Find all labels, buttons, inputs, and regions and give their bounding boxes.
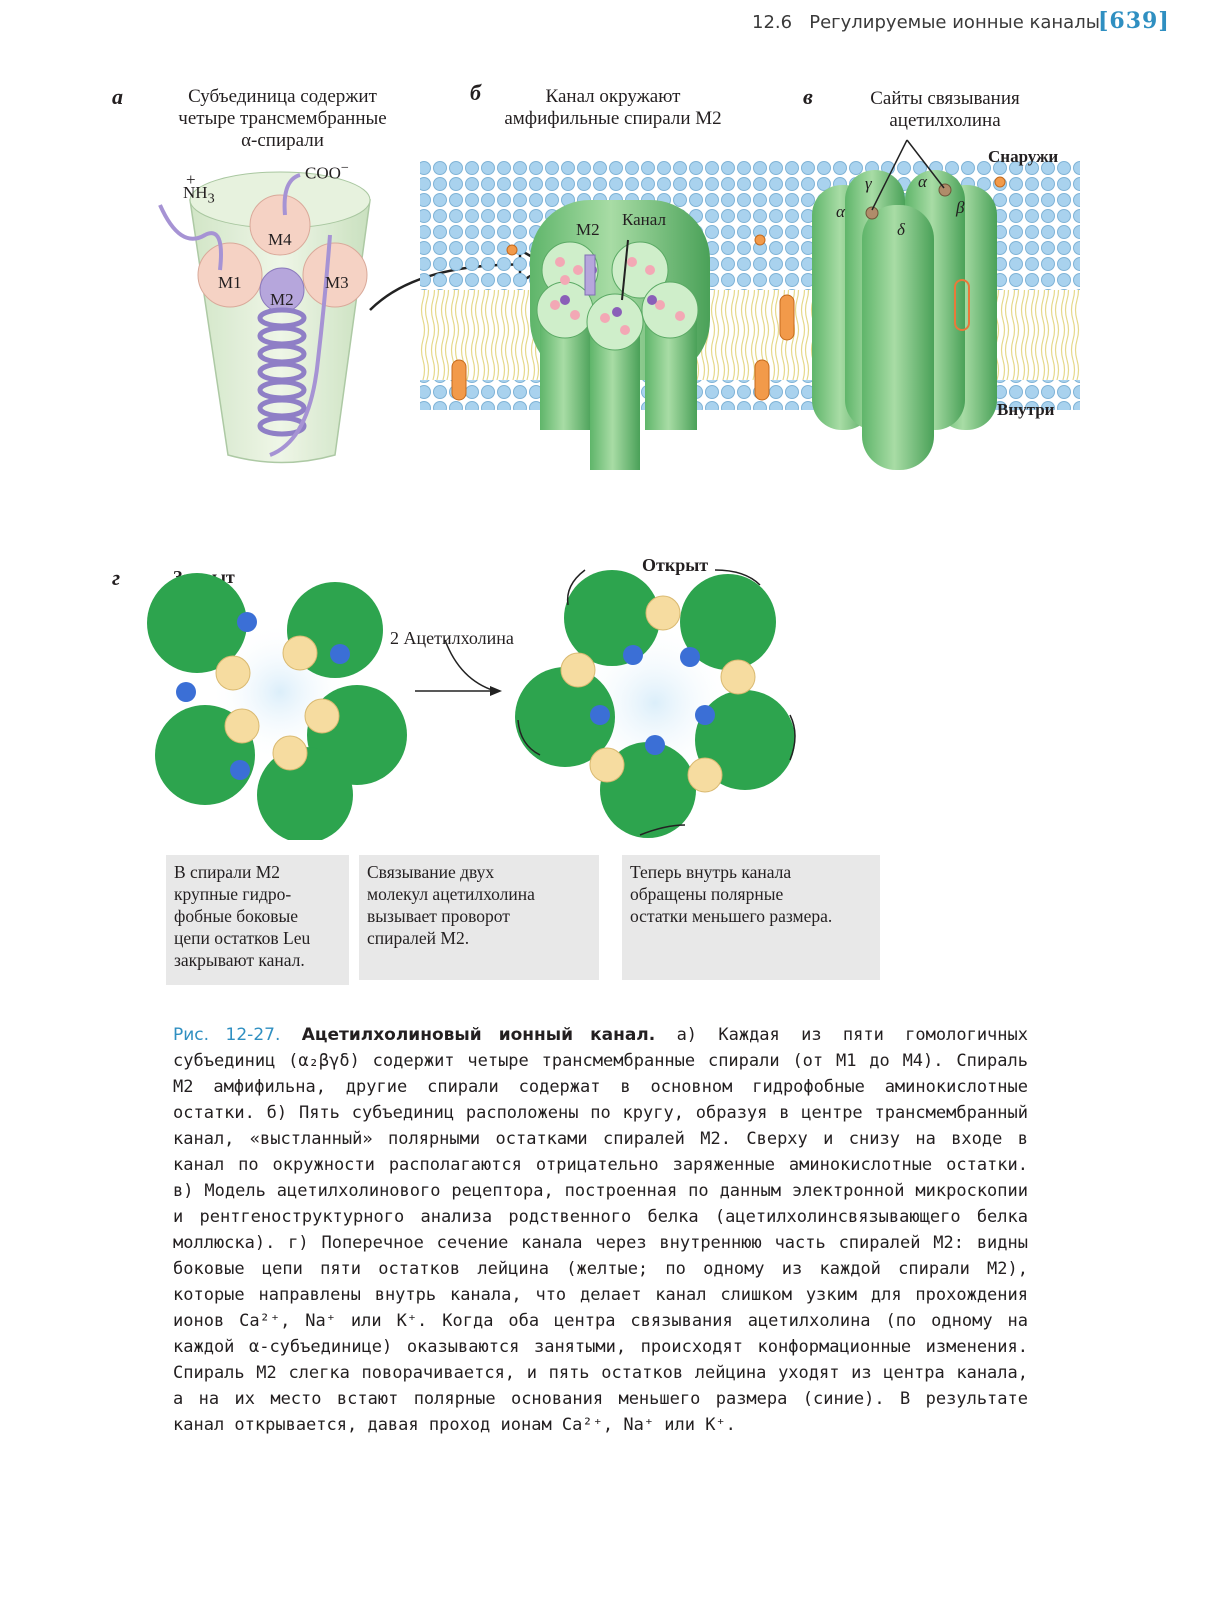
panel-v-title: Сайты связывания ацетилхолина (830, 88, 1060, 132)
note-line: Связывание двух (367, 862, 495, 882)
coo-superscript: − (340, 160, 349, 176)
nh3-text: NH (183, 183, 208, 202)
nh3-subscript: 3 (207, 190, 215, 207)
note-line: Теперь внутрь канала (630, 862, 792, 882)
panel-letter-v: в (803, 84, 813, 109)
acetylcholine-label: 2 Ацетилхолина (390, 628, 514, 648)
note-line: крупные гидро- (174, 884, 292, 904)
panel-a-title-line: Субъединица содержит (188, 86, 377, 107)
panel-b-title: Канал окружают амфифильные спирали M2 (478, 86, 748, 130)
note-line: вызывает проворот (367, 906, 510, 926)
panel-a-title-line: α-спирали (241, 130, 324, 151)
open-label: Открыт (642, 555, 709, 575)
note-box-binding: Связывание двух молекул ацетилхолина выз… (359, 855, 599, 980)
note-line: фобные боковые (174, 906, 299, 926)
m4-label: M4 (268, 230, 292, 249)
arrowhead (490, 686, 502, 696)
panel-letter-g: г (112, 565, 121, 590)
figure-title: Ацетилхолиновый ионный канал. (301, 1025, 656, 1045)
ach-pointer (444, 639, 496, 692)
note-line: молекул ацетилхолина (367, 884, 535, 904)
note-line: остатки меньшего размера. (630, 906, 833, 926)
panel-letter-b: б (470, 80, 481, 105)
figure-caption-text: а) Каждая из пяти гомологичных субъедини… (173, 1025, 1028, 1435)
outside-label: Снаружи (988, 147, 1059, 166)
panel-b-title-line: амфифильные спирали M2 (504, 108, 722, 129)
channel-label: Канал (622, 210, 666, 229)
section-number: 12.6 (752, 12, 793, 33)
alpha-label-1: α (836, 202, 845, 221)
panel-a-title: Субъединица содержит четыре трансмембран… (140, 86, 425, 152)
cross-section-figure (147, 569, 796, 840)
section-title: Регулируемые ионные каналы (809, 12, 1100, 33)
m2-label: M2 (270, 290, 294, 309)
running-header: 12.6 Регулируемые ионные каналы (752, 12, 1100, 33)
beta-label: β (956, 198, 965, 217)
delta-label: δ (897, 220, 905, 239)
nh3-label: NH3 (183, 183, 215, 207)
coo-label: COO− (305, 160, 349, 184)
note-line: обращены полярные (630, 884, 784, 904)
nh3-plus: + (186, 170, 196, 189)
receptor-model-v (812, 139, 997, 470)
page-number: [639] (1098, 8, 1170, 34)
gamma-label: γ (865, 174, 872, 193)
m1-label: M1 (218, 273, 242, 292)
note-line: спиралей M2. (367, 928, 470, 948)
note-line: В спирали M2 (174, 862, 280, 882)
panel-b-title-line: Канал окружают (545, 86, 681, 107)
m3-label: M3 (325, 273, 349, 292)
figure-caption: Рис. 12-27. Ацетилхолиновый ионный канал… (173, 1022, 1028, 1438)
membrane-figure (158, 139, 1080, 470)
note-box-open: Теперь внутрь канала обращены полярные о… (622, 855, 880, 980)
cholesterol-marks (451, 176, 1006, 401)
note-line: цепи остатков Leu (174, 928, 311, 948)
panel-v-title-line: Сайты связывания (870, 88, 1020, 109)
closed-channel (147, 573, 407, 840)
inside-label: Внутри (997, 400, 1055, 419)
note-box-closed: В спирали M2 крупные гидро- фобные боков… (166, 855, 349, 985)
coo-text: COO (305, 163, 341, 183)
figure-number: Рис. 12-27. (173, 1025, 281, 1045)
panel-v-title-line: ацетилхолина (889, 110, 1001, 131)
panel-a-title-line: четыре трансмембранные (178, 108, 387, 129)
subunit-diagram (158, 171, 371, 464)
alpha-label-2: α (918, 172, 927, 191)
channel-model-b (530, 200, 710, 470)
open-channel (515, 569, 796, 838)
note-line: закрывают канал. (174, 950, 305, 970)
b-m2-label: M2 (576, 220, 600, 239)
panel-letter-a: а (112, 84, 123, 109)
